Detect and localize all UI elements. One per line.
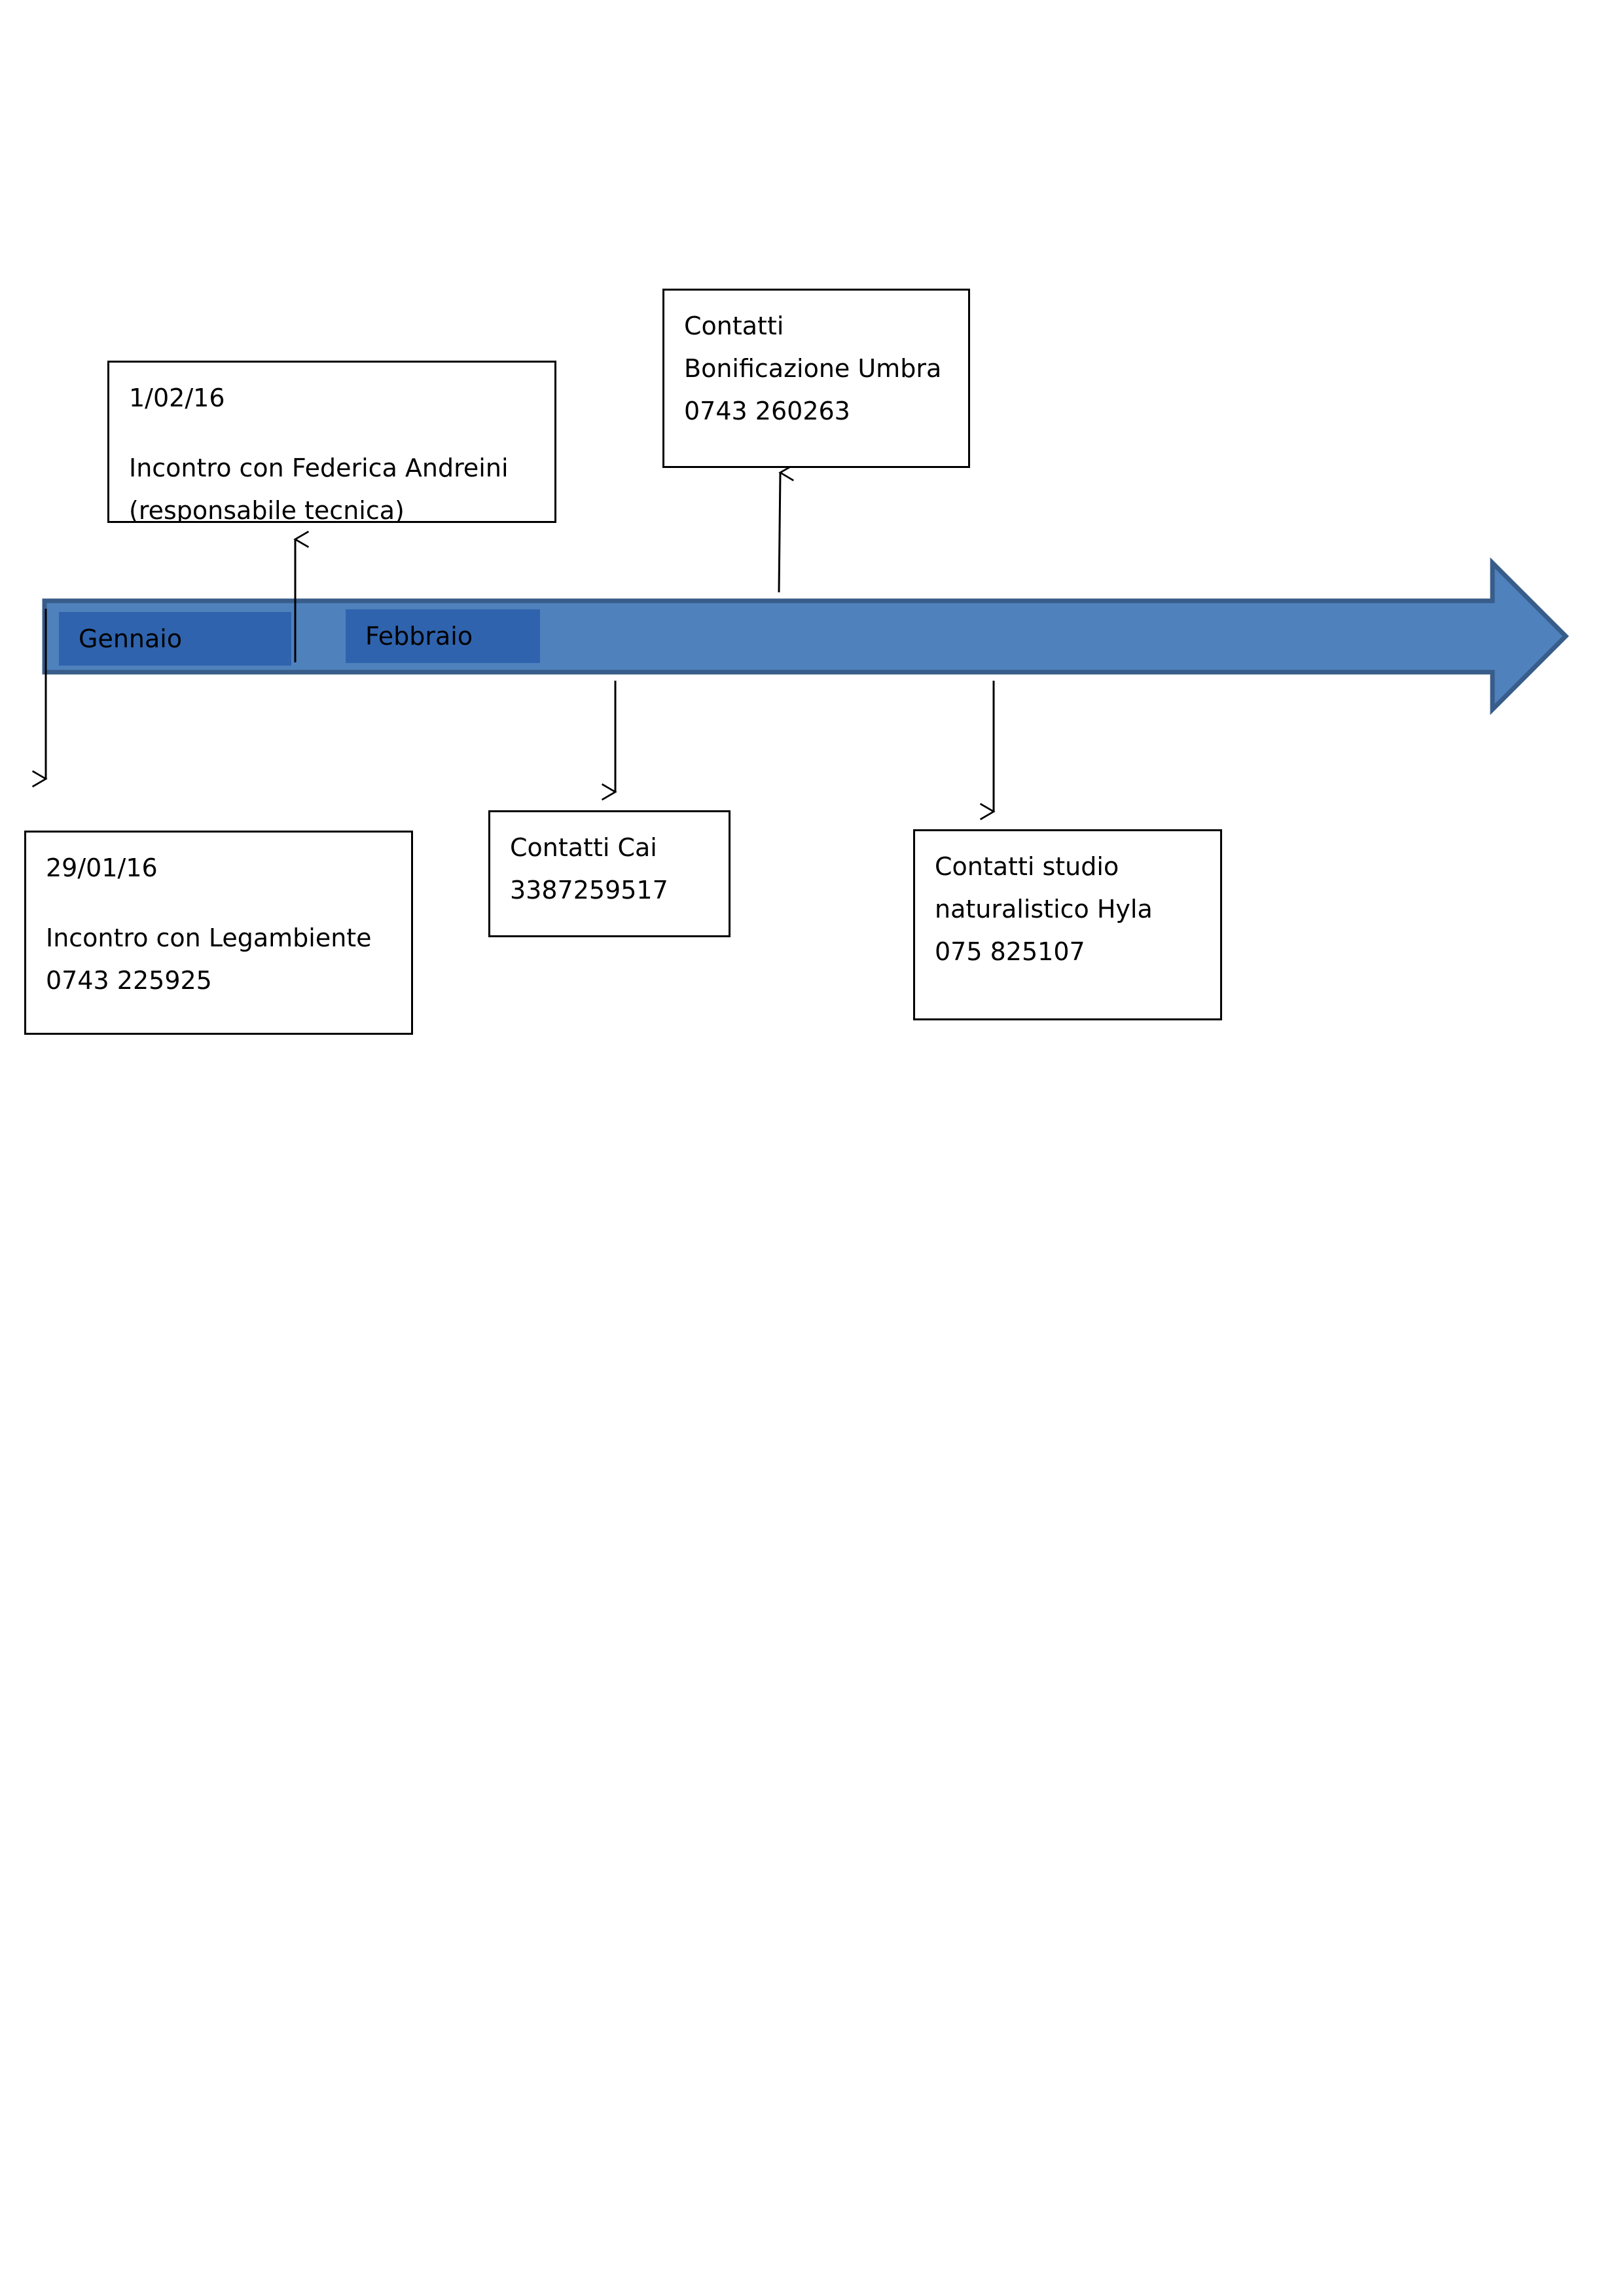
- event-text-line: Incontro con Legambiente: [46, 924, 372, 952]
- event-date: 1/02/16: [129, 384, 225, 412]
- event-text-line: Contatti: [684, 312, 784, 340]
- event-text-line: Contatti Cai: [510, 833, 657, 862]
- event-date: 29/01/16: [46, 853, 158, 882]
- event-text-line: Incontro con Federica Andreini: [129, 454, 509, 482]
- event-box-legambiente: 29/01/16 Incontro con Legambiente 0743 2…: [24, 831, 413, 1035]
- month-label-febbraio: Febbraio: [365, 622, 473, 651]
- event-text-line: naturalistico Hyla: [935, 895, 1153, 924]
- event-box-federica: 1/02/16 Incontro con Federica Andreini (…: [107, 361, 556, 523]
- event-text-line: 0743 225925: [46, 966, 212, 995]
- event-text-line: 0743 260263: [684, 397, 850, 425]
- event-text-line: Contatti studio: [935, 852, 1119, 881]
- event-text-line: 075 825107: [935, 937, 1085, 966]
- event-box-hyla: Contatti studio naturalistico Hyla 075 8…: [913, 829, 1222, 1020]
- month-label-gennaio: Gennaio: [79, 624, 183, 653]
- event-text-line: 3387259517: [510, 876, 668, 905]
- month-band-gennaio: [59, 612, 291, 666]
- event-box-bonificazione: Contatti Bonificazione Umbra 0743 260263: [662, 289, 970, 468]
- timeline-arrow: [42, 557, 1569, 715]
- connector-arrow-bonificazione: [778, 464, 795, 593]
- event-box-cai: Contatti Cai 3387259517: [488, 810, 731, 937]
- event-text-line: (responsabile tecnica): [129, 496, 405, 523]
- month-band-febbraio: [346, 609, 540, 663]
- event-text-line: Bonificazione Umbra: [684, 354, 942, 383]
